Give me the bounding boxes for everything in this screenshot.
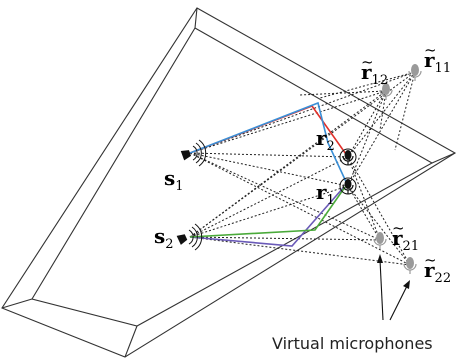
label-r1: r1 — [316, 180, 335, 208]
virtual-microphone-icon-r11 — [408, 64, 422, 81]
loudspeaker-icon-s2 — [176, 223, 203, 251]
microphone-icon-r1 — [339, 177, 357, 195]
microphone-icon-r2 — [339, 148, 357, 166]
label-r11: ~r11 — [424, 41, 452, 76]
image-source-lines — [189, 71, 416, 266]
caption-arrows — [377, 254, 410, 321]
label-s2: s2 — [154, 224, 174, 252]
label-r22: ~r22 — [424, 251, 452, 286]
room-outline — [1, 7, 457, 358]
virtual-microphone-icon-r21 — [373, 232, 387, 249]
ray-green — [189, 186, 346, 238]
virtual-microphones-caption: Virtual microphones — [272, 334, 433, 353]
label-r12: ~r12 — [361, 53, 389, 88]
reflection-rays — [189, 101, 349, 247]
label-r21: ~r21 — [392, 219, 420, 254]
label-r2: r2 — [316, 126, 335, 154]
virtual-microphone-icon-r22 — [403, 257, 417, 274]
ray-blue — [189, 101, 349, 187]
label-s1: s1 — [164, 166, 184, 194]
virtual-microphone-icon-r12 — [379, 83, 393, 100]
ray-purple — [189, 187, 344, 247]
loudspeaker-icon-s1 — [180, 139, 207, 167]
